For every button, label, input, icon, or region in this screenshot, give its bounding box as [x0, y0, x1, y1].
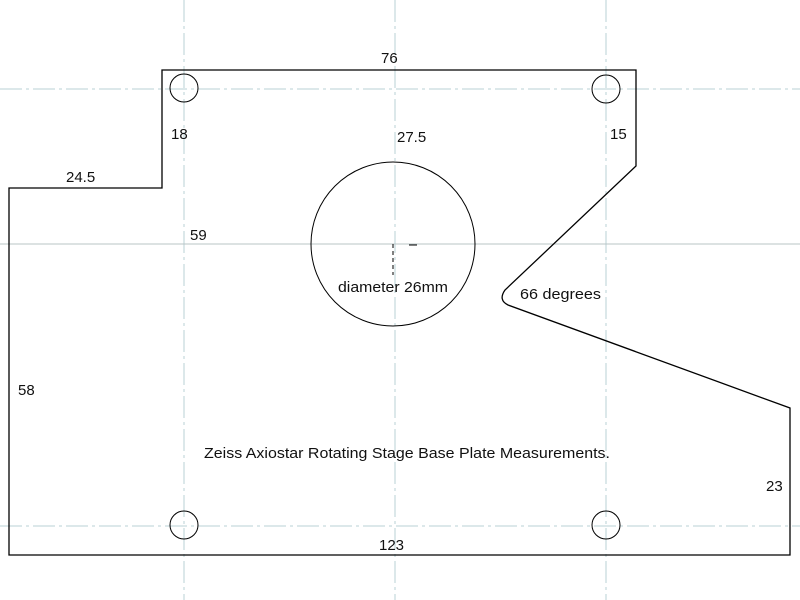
dim-right-height: 23 — [766, 478, 783, 495]
angle-label: 66 degrees — [520, 286, 601, 303]
mount-hole-top-left — [169, 73, 199, 103]
mount-hole-top-right — [591, 74, 621, 104]
circle-diameter-label: diameter 26mm — [338, 279, 448, 296]
diagram-title: Zeiss Axiostar Rotating Stage Base Plate… — [204, 445, 610, 462]
plate-outline — [8, 69, 791, 556]
mount-hole-bottom-left — [169, 510, 199, 540]
dim-left-step: 24.5 — [66, 169, 95, 186]
mount-hole-bottom-right — [591, 510, 621, 540]
dim-top-width: 76 — [381, 50, 398, 67]
dim-bottom-width: 123 — [379, 537, 404, 554]
center-aperture — [310, 161, 476, 327]
dim-center-offset: 27.5 — [397, 129, 426, 146]
dim-center-height: 59 — [190, 227, 207, 244]
dim-left-hole-offset: 18 — [171, 126, 188, 143]
dim-right-hole-offset: 15 — [610, 126, 627, 143]
dim-left-height: 58 — [18, 382, 35, 399]
